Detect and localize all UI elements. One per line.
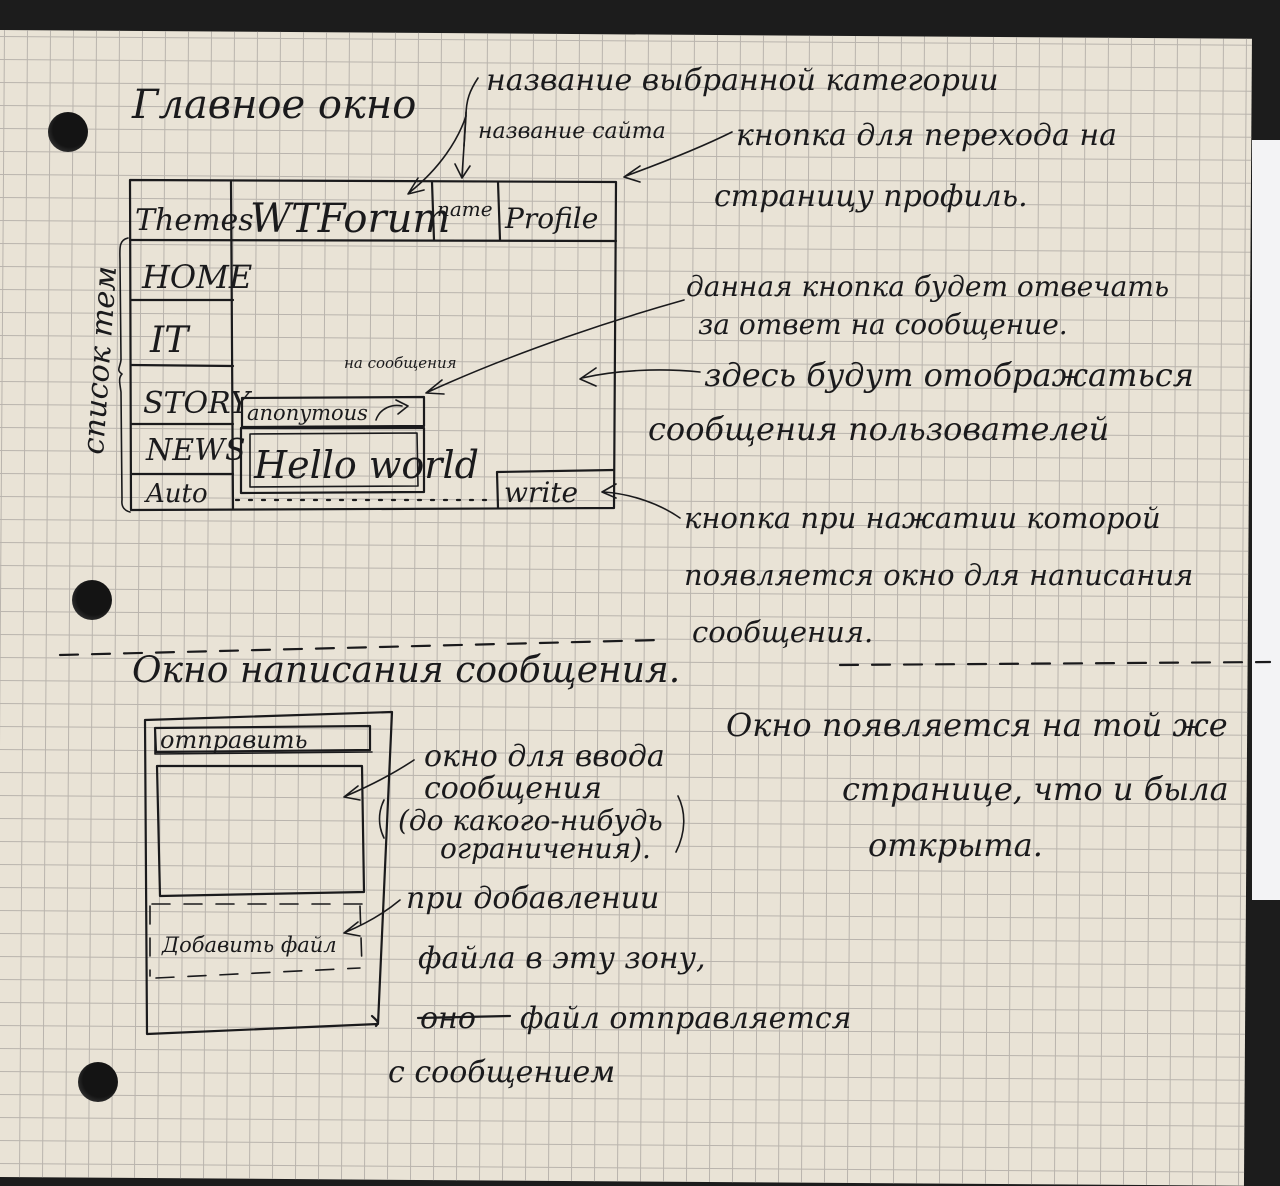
write-button-frame <box>495 468 616 510</box>
theme-item-story[interactable]: STORY <box>143 386 253 421</box>
compose-note-line3: открыта. <box>868 826 1043 864</box>
binder-hole <box>78 1062 118 1102</box>
binder-hole <box>72 580 112 620</box>
theme-item-home[interactable]: HOME <box>141 258 252 296</box>
compose-note-line2: странице, что и была <box>842 770 1229 808</box>
compose-note-line1: Окно появляется на той же <box>726 706 1228 744</box>
message-author: anonymous <box>247 401 368 425</box>
annotation-site-name: название сайта <box>478 119 666 144</box>
theme-item-news[interactable]: NEWS <box>145 433 246 468</box>
message-input[interactable] <box>158 770 360 890</box>
add-file-zone[interactable]: Добавить файл <box>161 933 337 957</box>
profile-button[interactable]: Profile <box>504 202 598 235</box>
annotation-input-line4: ограничения). <box>440 832 651 865</box>
annotation-write-line1: кнопка при нажатии которой <box>684 501 1161 535</box>
send-button[interactable]: отправить <box>160 726 308 754</box>
reply-caption: на сообщения <box>344 354 457 372</box>
annotation-reply-line1: данная кнопка будет отвечать <box>686 270 1169 303</box>
annotation-arrows <box>407 77 733 519</box>
message-text: Hello world <box>253 443 479 487</box>
annotation-reply-line2: за ответ на сообщение. <box>698 308 1068 341</box>
annotation-profile-line2: страницу профиль. <box>714 179 1028 214</box>
compose-arrows <box>343 759 685 937</box>
annotation-write-line2: появляется окно для написания <box>684 558 1193 592</box>
strikethrough-line <box>416 1014 512 1020</box>
category-name: name <box>437 197 493 221</box>
annotation-profile-line1: кнопка для перехода на <box>736 118 1117 153</box>
annotation-messages-line1: здесь будут отображаться <box>704 356 1194 394</box>
background-screen <box>1252 140 1280 900</box>
reply-icon[interactable] <box>375 399 409 421</box>
annotation-file-line1: при добавлении <box>406 881 659 916</box>
annotation-category-name: название выбранной категории <box>486 63 999 98</box>
theme-item-it[interactable]: IT <box>149 320 191 361</box>
themes-header: Themes <box>135 203 254 238</box>
annotation-file-line3: файл отправляется <box>520 1001 852 1036</box>
write-button[interactable]: write <box>504 476 578 509</box>
message-block <box>239 395 426 495</box>
compose-window-title: Окно написания сообщения. <box>132 650 680 691</box>
annotation-input-line2: сообщения <box>424 771 602 806</box>
annotation-write-line3: сообщения. <box>692 615 873 649</box>
site-name: WTForum <box>250 196 450 242</box>
binder-hole <box>48 112 88 152</box>
main-window-title: Главное окно <box>131 82 416 128</box>
section-divider-right <box>838 660 1272 667</box>
theme-item-auto[interactable]: Auto <box>144 479 208 509</box>
themes-side-label: список тем <box>76 265 124 456</box>
annotation-input-line3: (до какого-нибудь <box>398 804 663 837</box>
annotation-messages-line2: сообщения пользователей <box>648 410 1109 448</box>
ink-smudge <box>370 1014 379 1028</box>
main-window-wireframe <box>117 178 618 513</box>
annotation-file-line4: с сообщением <box>388 1055 615 1090</box>
annotation-file-line2: файла в эту зону, <box>418 941 706 976</box>
section-divider-left <box>58 638 662 657</box>
annotation-input-line1: окно для ввода <box>424 739 665 774</box>
